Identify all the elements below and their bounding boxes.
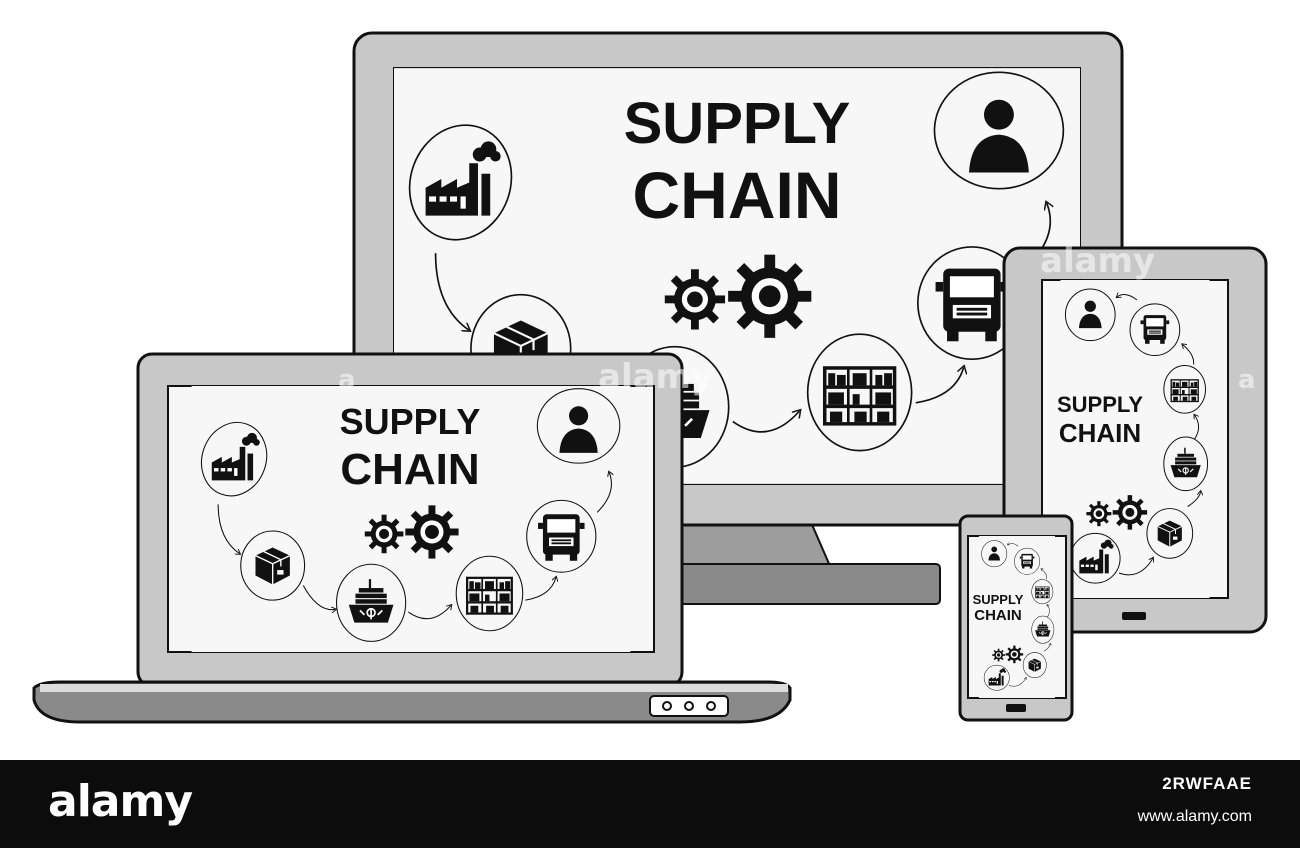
phone-title-line2: CHAIN	[974, 607, 1022, 624]
phone-screen: SUPPLY CHAIN	[973, 536, 1055, 698]
site-url: www.alamy.com	[1137, 808, 1252, 825]
phone-title-line1: SUPPLY	[973, 592, 1024, 607]
stock-footer-bar: alamy 2RWFAAE www.alamy.com	[0, 760, 1300, 848]
watermark: a	[338, 365, 356, 395]
desktop-screen: SUPPLY CHAIN	[394, 68, 1080, 484]
laptop-title-line1: SUPPLY	[340, 401, 481, 442]
image-meta: 2RWFAAE www.alamy.com	[1138, 774, 1252, 826]
watermark: alamy	[1040, 241, 1155, 281]
tablet-screen: SUPPLY CHAIN	[1057, 280, 1210, 598]
phone-home-button	[1006, 704, 1026, 712]
watermark: alamy	[598, 357, 713, 397]
laptop-title-line2: CHAIN	[340, 445, 479, 494]
desktop-title-line1: SUPPLY	[624, 91, 851, 156]
laptop: SUPPLY CHAIN	[32, 352, 792, 724]
brand-logo: alamy	[48, 776, 193, 827]
laptop-touchpad-strip	[649, 695, 729, 717]
tablet-home-button	[1122, 612, 1146, 620]
image-id: 2RWFAAE	[1162, 774, 1252, 793]
laptop-screen: SUPPLY CHAIN	[191, 386, 630, 652]
tablet-title-line2: CHAIN	[1059, 418, 1141, 448]
watermark: a	[1238, 365, 1256, 395]
tablet-title-line1: SUPPLY	[1057, 392, 1143, 417]
device-illustration: SUPPLY CHAIN SUPPLY CHAIN SUPPLY CHAIN	[32, 31, 1268, 724]
desktop-monitor: SUPPLY CHAIN	[352, 31, 1124, 605]
smartphone: SUPPLY CHAIN	[958, 514, 1074, 722]
desktop-title-line2: CHAIN	[633, 158, 842, 232]
